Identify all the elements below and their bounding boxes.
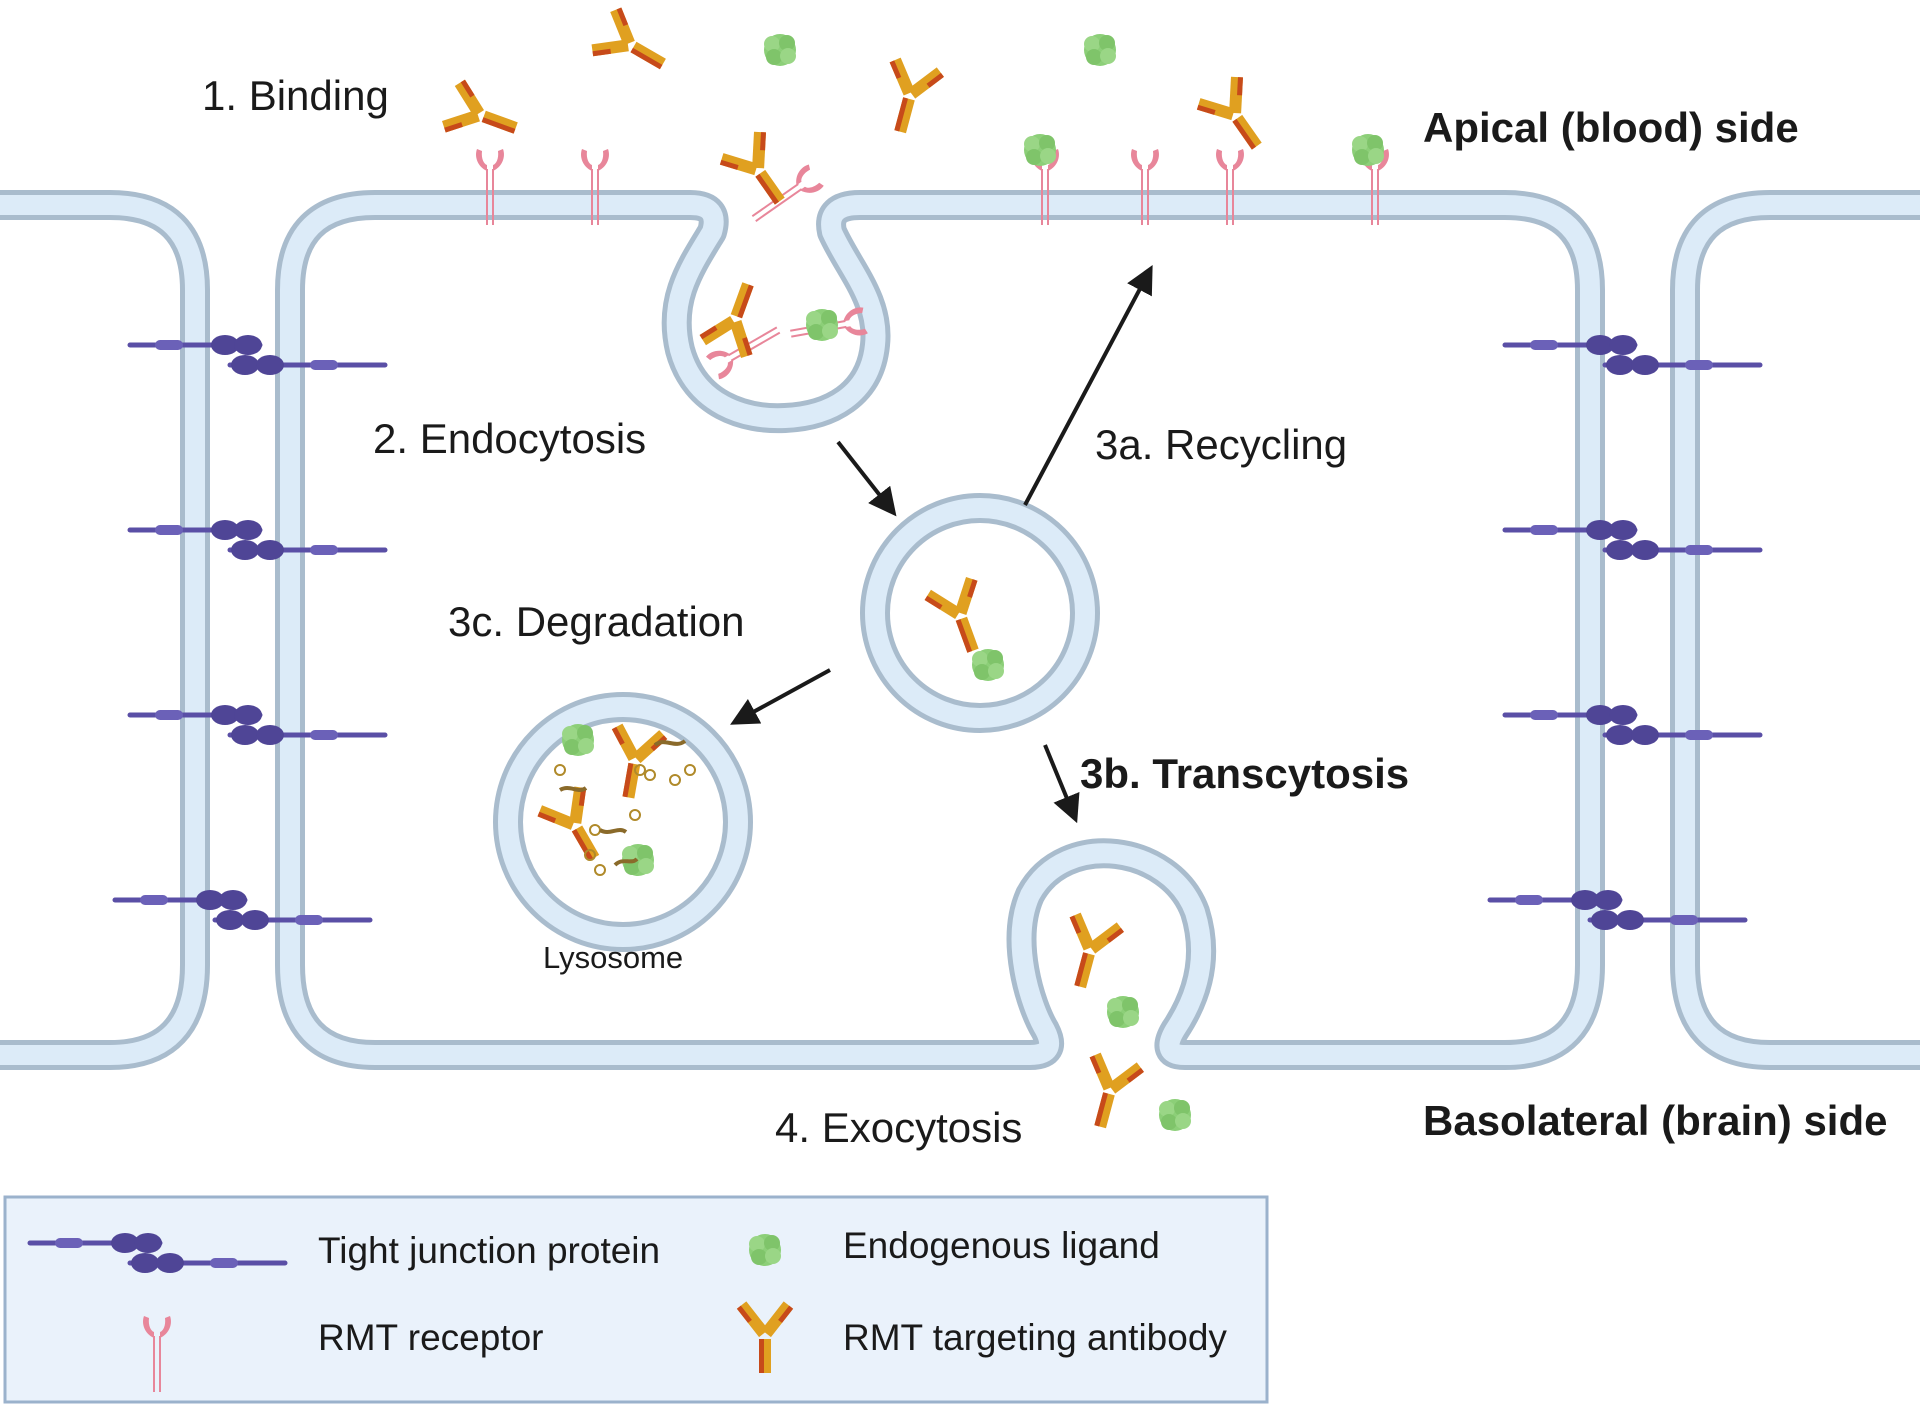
antibody-icon (872, 55, 946, 139)
label-lysosome: Lysosome (543, 940, 683, 975)
right-cell-membrane (1670, 190, 1920, 1070)
tight-junction-protein (130, 335, 385, 375)
tight-junction-protein (130, 520, 385, 560)
arrow-recycling (1023, 265, 1153, 506)
legend: Tight junction protein RMT receptor Endo… (3, 1195, 1269, 1404)
ligand-icon (806, 309, 838, 341)
tight-junction-protein (1490, 890, 1745, 930)
antibody-icon (586, 3, 677, 89)
process-arrows (730, 265, 1153, 824)
tight-junction-protein (1505, 520, 1760, 560)
antibody-icon (922, 573, 1000, 661)
ligand-icon (1084, 34, 1116, 66)
antibody-icon (533, 781, 619, 872)
lysosome-debris (554, 739, 696, 876)
ligand-icon (972, 649, 1004, 681)
legend-rmt-receptor: RMT receptor (318, 1317, 544, 1358)
antibody-icon (1053, 910, 1126, 994)
ligand-icon (764, 34, 796, 66)
label-apical-side: Apical (blood) side (1423, 104, 1799, 151)
tight-junction-protein (1505, 705, 1760, 745)
legend-tight-junction: Tight junction protein (318, 1230, 660, 1271)
ligand-icon (1159, 1099, 1191, 1131)
antibody-icon (715, 126, 803, 218)
antibody-icon (600, 721, 669, 803)
apical-receptors (475, 148, 1390, 382)
tight-junctions (115, 335, 1760, 930)
ligand-icon (1024, 134, 1056, 166)
ligand-icon (1107, 996, 1139, 1028)
label-basolateral-side: Basolateral (brain) side (1423, 1097, 1887, 1144)
tight-junction-protein (130, 705, 385, 745)
ligand-icon (749, 1234, 781, 1266)
arrow-degradation (730, 668, 831, 725)
arrow-endocytosis-to-endosome (836, 440, 897, 517)
legend-rmt-antibody: RMT targeting antibody (843, 1317, 1227, 1358)
antibody-icon (438, 77, 526, 155)
antibody-icon (697, 274, 775, 362)
antibody-icon (1073, 1050, 1146, 1134)
legend-endogenous-ligand: Endogenous ligand (843, 1225, 1160, 1266)
ligand-icon (562, 724, 594, 756)
tight-junction-protein (115, 890, 370, 930)
label-transcytosis: 3b. Transcytosis (1080, 750, 1409, 797)
legend-box (3, 1195, 1269, 1404)
label-exocytosis: 4. Exocytosis (775, 1104, 1022, 1151)
left-cell-membrane (0, 190, 210, 1070)
rmt-receptor-icon (745, 162, 826, 232)
tight-junction-protein (1505, 335, 1760, 375)
ligand-icon (1352, 134, 1384, 166)
step-labels: 1. Binding 2. Endocytosis 3a. Recycling … (202, 72, 1887, 1151)
label-recycling: 3a. Recycling (1095, 421, 1347, 468)
label-degradation: 3c. Degradation (448, 598, 745, 645)
antibody-icon (1192, 71, 1280, 163)
label-endocytosis: 2. Endocytosis (373, 415, 646, 462)
arrow-transcytosis (1043, 744, 1080, 824)
label-binding: 1. Binding (202, 72, 389, 119)
cell-membranes (0, 190, 1920, 1070)
